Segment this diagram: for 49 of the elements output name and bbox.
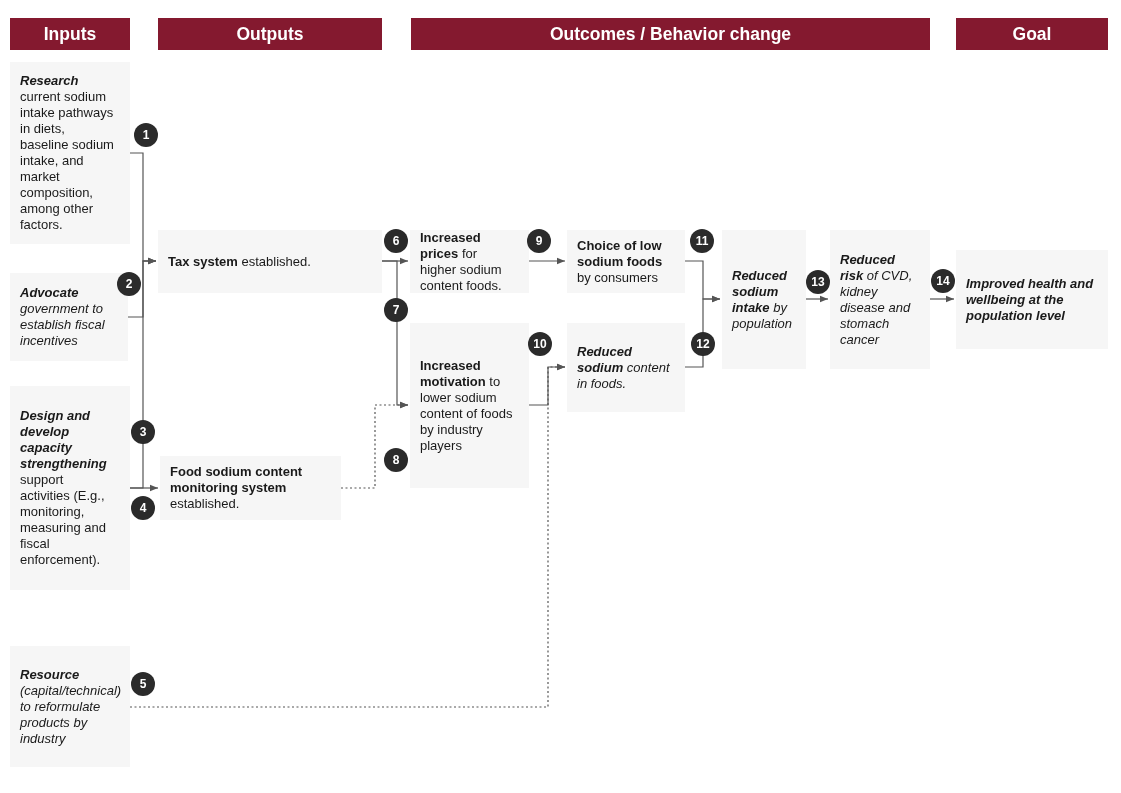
callout-number: 8 <box>384 448 408 472</box>
text-box <box>567 323 685 412</box>
text-box <box>10 273 128 361</box>
column-header: Inputs <box>10 18 130 50</box>
callout-number: 13 <box>806 270 830 294</box>
callout-number: 11 <box>690 229 714 253</box>
callout-number: 7 <box>384 298 408 322</box>
text-box <box>10 646 130 767</box>
text-box <box>830 230 930 369</box>
box-text: Resource (capital/technical) to reformulate products by industry <box>20 666 120 747</box>
callout-number: 4 <box>131 496 155 520</box>
box-text: Reduced sodium content in foods. <box>577 343 671 392</box>
text-box <box>410 323 529 488</box>
box-text: Choice of low sodium foods by consumers <box>577 237 664 286</box>
box-text: Increased prices for higher sodium content foods. <box>420 229 503 294</box>
box-text: Increased motivation to lower sodium content of foods by industry players <box>420 357 514 454</box>
box-text: Research current sodium intake pathways in diets, baseline sodium intake, and market composition, among other factors. <box>20 73 115 233</box>
box-text: Reduced risk of CVD, kidney disease and stomach cancer <box>840 251 914 348</box>
text-box <box>158 230 382 293</box>
box-text: Advocate government to establish fiscal incentives <box>20 285 106 349</box>
box-text: Reduced sodium intake by population <box>732 267 793 332</box>
arrow <box>929 295 955 303</box>
arrow <box>129 484 159 492</box>
arrow <box>528 257 566 265</box>
callout-number: 2 <box>117 272 141 296</box>
box-text: Design and develop capacity strengthening support activities (E.g., monitoring, measuring and fiscal enforcement). <box>20 408 108 568</box>
callout-number: 14 <box>931 269 955 293</box>
text-box <box>722 230 806 369</box>
callout-number: 6 <box>384 229 408 253</box>
arrow <box>684 295 721 368</box>
callout-number: 3 <box>131 420 155 444</box>
text-box <box>567 230 685 293</box>
box-text: Food sodium content monitoring system established. <box>170 464 304 512</box>
text-box <box>10 386 130 590</box>
callout-number: 10 <box>528 332 552 356</box>
arrow <box>805 295 829 303</box>
box-text: Tax system established. <box>168 253 312 270</box>
callout-number: 1 <box>134 123 158 147</box>
text-box <box>410 230 529 293</box>
callout-number: 5 <box>131 672 155 696</box>
box-text: Improved health and wellbeing at the population level <box>966 275 1095 324</box>
column-header: Outputs <box>158 18 382 50</box>
callout-number: 9 <box>527 229 551 253</box>
text-box <box>160 456 341 520</box>
text-box <box>956 250 1108 349</box>
text-box <box>10 62 130 244</box>
callout-number: 12 <box>691 332 715 356</box>
column-header: Goal <box>956 18 1108 50</box>
column-header: Outcomes / Behavior change <box>411 18 930 50</box>
